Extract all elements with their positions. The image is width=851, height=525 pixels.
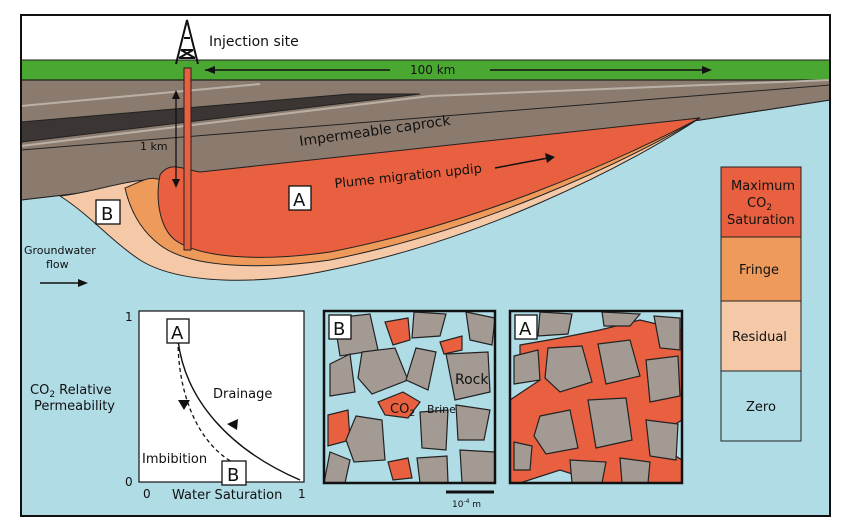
imbibition-arrowhead bbox=[178, 400, 190, 410]
zone-a-marker bbox=[288, 185, 312, 211]
figure-frame bbox=[20, 14, 831, 517]
brine-label: Brine bbox=[427, 403, 456, 416]
graph-x-min: 0 bbox=[143, 487, 151, 501]
legend-maximum-line1: Maximum bbox=[731, 179, 795, 194]
legend-maximum-line2: CO2 bbox=[747, 196, 772, 213]
legend-fringe-label: Fringe bbox=[739, 263, 779, 278]
legend-maximum-swatch bbox=[720, 166, 802, 238]
graph-point-b-box bbox=[221, 460, 247, 486]
rock-label: Rock bbox=[455, 372, 489, 388]
graph-x-max: 1 bbox=[298, 487, 306, 501]
light-layer-line bbox=[20, 83, 261, 107]
saturation-legend: Maximum CO2 Saturation Fringe Residual Z… bbox=[720, 166, 802, 442]
injection-well bbox=[183, 67, 192, 251]
graph-ylabel-line1: CO2 Relative bbox=[30, 383, 112, 400]
sky bbox=[21, 15, 830, 63]
legend-zero-swatch bbox=[720, 370, 802, 442]
pore-panel-b-letter: B bbox=[333, 319, 345, 340]
legend-fringe-swatch bbox=[720, 236, 802, 302]
flow-label: flow bbox=[46, 258, 69, 271]
drainage-curve bbox=[177, 339, 301, 481]
imbibition-label: Imbibition bbox=[142, 452, 207, 467]
scale-bar-exponent: -4 bbox=[463, 498, 469, 505]
groundwater-label: Groundwater bbox=[24, 244, 96, 257]
co2-label: CO2 bbox=[390, 402, 415, 419]
zone-b-marker bbox=[95, 199, 121, 225]
depth-arrow bbox=[172, 90, 180, 188]
rock-grains-b bbox=[324, 311, 495, 483]
graph-point-a-box bbox=[166, 318, 190, 344]
co2-subscript: 2 bbox=[409, 409, 415, 419]
pore-panel-a-letter: A bbox=[519, 319, 532, 340]
scale-bar-label: 10-4 m bbox=[452, 498, 481, 510]
imbibition-curve bbox=[177, 339, 233, 463]
pore-panel-b-box bbox=[328, 314, 352, 340]
graph-point-a: A bbox=[171, 323, 184, 344]
distance-arrow bbox=[205, 66, 712, 74]
graph-ylabel-line2: Permeability bbox=[34, 399, 115, 414]
graph-xlabel: Water Saturation bbox=[172, 488, 282, 503]
graph-ylabel-subscript: 2 bbox=[49, 390, 55, 400]
legend-residual-label: Residual bbox=[732, 330, 787, 345]
graph-point-b: B bbox=[227, 465, 239, 486]
plume-zone bbox=[157, 117, 701, 258]
injection-site-label: Injection site bbox=[209, 34, 299, 50]
groundwater-arrow bbox=[40, 279, 88, 287]
drainage-arrowhead bbox=[227, 419, 238, 430]
residual-co2-blobs bbox=[327, 317, 463, 481]
pore-panel-b: B Rock CO2 Brine bbox=[322, 309, 497, 485]
legend-residual-swatch bbox=[720, 300, 802, 372]
distance-label: 100 km bbox=[410, 63, 455, 77]
permeability-graph: CO2 Relative Permeability 1 0 0 1 Water … bbox=[30, 310, 306, 503]
legend-maximum-line3: Saturation bbox=[727, 213, 795, 228]
zone-b-letter: B bbox=[101, 204, 113, 225]
drainage-label: Drainage bbox=[213, 387, 272, 402]
derrick-icon bbox=[175, 19, 199, 65]
graph-y-min: 0 bbox=[125, 475, 133, 489]
depth-label: 1 km bbox=[140, 140, 168, 153]
legend-maximum-subscript: 2 bbox=[766, 203, 772, 213]
pore-panel-a-box bbox=[514, 314, 538, 340]
rock-grains-a bbox=[513, 311, 681, 483]
light-layer-line-2 bbox=[20, 79, 831, 147]
zone-a-letter: A bbox=[293, 190, 306, 211]
pore-panel-a: A bbox=[508, 309, 684, 485]
legend-zero-label: Zero bbox=[746, 400, 776, 415]
graph-y-max: 1 bbox=[125, 310, 133, 324]
plume-arrow bbox=[494, 153, 555, 169]
